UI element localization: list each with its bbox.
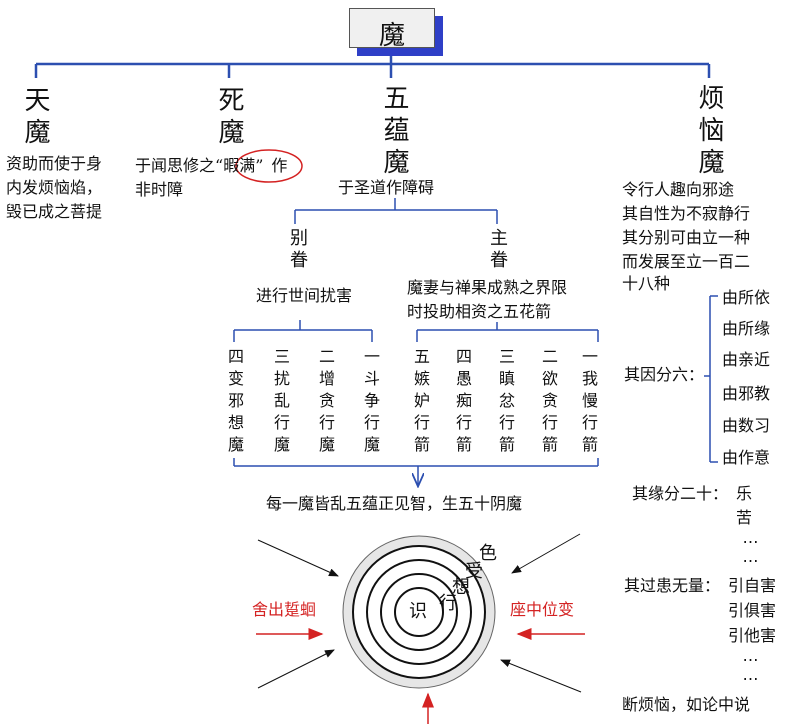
zhu-juan-label: 主眷 <box>487 228 508 272</box>
bie-item-1: 一斗争行魔 <box>361 348 380 458</box>
yin-item-5: 由数习 <box>722 416 771 435</box>
right-red-label: 座中位变 <box>510 600 575 619</box>
yuan-label: 其缘分二十： <box>632 484 729 503</box>
yin-label: 其因分六： <box>624 365 705 384</box>
summary-text: 每一魔皆乱五蕴正见智，生五十阴魔 <box>266 494 523 513</box>
ring-label-shi: 识 <box>409 601 427 622</box>
si-desc-circled: “暇满” <box>215 156 264 175</box>
ring-label-xiang: 想 <box>452 577 470 598</box>
si-desc-line1: 于闻思修之“暇满” 作 <box>135 158 287 174</box>
zhu-item-1: 一我慢行箭 <box>579 348 598 458</box>
guo-label: 其过患无量： <box>624 576 721 595</box>
yuan-item-1: 乐 <box>736 484 753 503</box>
yin-bracket <box>704 295 718 463</box>
title-text: 魔 <box>378 21 405 51</box>
red-arrows <box>256 628 585 724</box>
yin-item-3: 由亲近 <box>722 350 771 369</box>
fannao-desc-line4: 而发展至立一百二 <box>622 252 751 271</box>
guo-item-3: 引他害 <box>728 626 777 645</box>
bie-item-3: 三扰乱行魔 <box>271 348 290 458</box>
si-desc-before: 于闻思修之 <box>135 156 216 175</box>
si-desc-line2: 非时障 <box>135 180 184 199</box>
zhu-item-5: 五嫉妒行箭 <box>411 348 430 458</box>
tian-desc-line2: 内发烦恼焰， <box>6 178 103 197</box>
wuyun-mo-label: 五蕴魔 <box>379 84 409 180</box>
tian-mo-label: 天魔 <box>20 86 50 150</box>
tian-desc-line3: 毁已成之菩提 <box>6 202 103 221</box>
fannao-desc-line5: 十八种 <box>622 274 671 293</box>
zhu-item-4: 四愚痴行箭 <box>453 348 472 458</box>
top-tree-lines <box>34 46 711 78</box>
guo-item-1: 引自害 <box>728 576 777 595</box>
zhu-juan-desc-line2: 时投助相资之五花箭 <box>407 302 552 321</box>
zhu-item-3: 三瞋忿行箭 <box>496 348 515 458</box>
ring-label-shou: 受 <box>465 561 483 582</box>
fannao-desc-line3: 其分别可由立一种 <box>622 228 751 247</box>
yin-item-1: 由所依 <box>722 288 771 307</box>
wuyun-fork-lines <box>233 198 599 485</box>
yuan-item-2: 苦 <box>736 508 753 527</box>
yin-item-2: 由所缘 <box>722 319 771 338</box>
skandha-rings <box>342 535 496 689</box>
ring-label-xing: 行 <box>439 593 457 614</box>
yuan-ellipsis: ⋯⋯ <box>741 532 760 570</box>
fannao-desc-line1: 令行人趣向邪途 <box>622 180 735 199</box>
si-desc-after: 作 <box>271 156 288 175</box>
si-mo-label: 死魔 <box>214 86 244 150</box>
bie-item-2: 二增贪行魔 <box>316 348 335 458</box>
fannao-desc-line2: 其自性为不寂静行 <box>622 204 751 223</box>
title-box: 魔 <box>349 8 435 51</box>
left-red-label: 舍出踅蛔 <box>252 600 317 619</box>
yin-item-6: 由作意 <box>722 448 771 467</box>
bie-juan-desc: 进行世间扰害 <box>256 286 353 305</box>
fannao-mo-label: 烦恼魔 <box>694 84 724 180</box>
bie-item-4: 四变邪想魔 <box>225 348 244 458</box>
attack-arrows <box>257 533 582 693</box>
zhu-juan-desc-line1: 魔妻与禅果成熟之界限 <box>407 278 568 297</box>
yin-item-4: 由邪教 <box>722 384 771 403</box>
guo-item-2: 引俱害 <box>728 601 777 620</box>
highlight-ellipse <box>235 149 303 183</box>
bie-juan-label: 别眷 <box>287 228 308 272</box>
zhu-item-2: 二欲贪行箭 <box>539 348 558 458</box>
footer-text: 断烦恼，如论中说 <box>622 695 751 714</box>
wuyun-desc: 于圣道作障碍 <box>338 178 435 197</box>
guo-ellipsis: ⋯⋯ <box>741 650 760 688</box>
tian-desc-line1: 资助而使于身 <box>6 154 103 173</box>
ring-label-se: 色 <box>479 543 497 564</box>
